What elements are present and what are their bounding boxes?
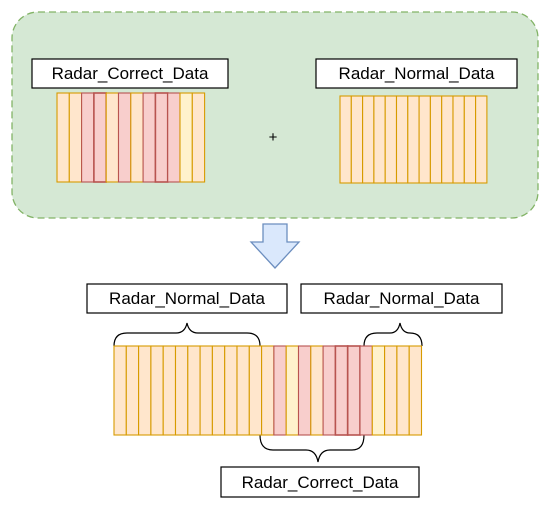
normal-data-label: Radar_Normal_Data — [339, 64, 495, 83]
data-cell — [273, 345, 287, 436]
data-cell — [199, 345, 213, 436]
plus-operator: + — [269, 129, 278, 146]
bottom-normal-label-left-box — [86, 283, 288, 314]
brace-correct-bottom — [259, 434, 365, 463]
data-cell — [408, 345, 423, 436]
data-cell — [261, 345, 275, 436]
bottom-correct-label: Radar_Correct_Data — [242, 473, 399, 492]
data-cell — [224, 345, 238, 436]
data-cell — [130, 92, 144, 183]
normal-data-label-box — [315, 58, 518, 89]
data-cell — [236, 345, 250, 436]
bottom-normal-label-right-box — [300, 283, 503, 314]
data-cell — [285, 345, 300, 436]
data-cell — [346, 345, 361, 436]
data-cell — [359, 345, 373, 436]
data-cell — [179, 92, 193, 183]
bottom-normal-label-right: Radar_Normal_Data — [324, 289, 480, 308]
bottom-normal-label-left: Radar_Normal_Data — [109, 289, 265, 308]
combined-data-cells — [113, 345, 423, 436]
data-cell — [371, 345, 386, 436]
data-cell — [125, 345, 140, 436]
data-cell — [373, 95, 386, 184]
down-arrow-icon — [249, 223, 301, 269]
data-cell — [407, 95, 420, 184]
data-cell — [68, 92, 83, 183]
data-cell — [310, 345, 324, 436]
data-cell — [174, 345, 189, 436]
bottom-correct-label-box — [220, 466, 420, 498]
data-cell — [322, 345, 336, 436]
data-cell — [350, 95, 364, 184]
data-cell — [429, 95, 443, 184]
data-cell — [105, 92, 120, 183]
data-cell — [117, 92, 132, 183]
data-cell — [441, 95, 454, 184]
data-cell — [211, 345, 226, 436]
data-cell — [362, 95, 375, 184]
data-cell — [297, 345, 312, 436]
data-cell — [475, 95, 488, 184]
correct-data-cells — [56, 92, 206, 183]
correct-data-label-box — [31, 58, 229, 89]
data-cell — [154, 92, 169, 183]
data-cell — [138, 345, 152, 436]
data-cell — [162, 345, 177, 436]
data-cell — [418, 95, 431, 184]
data-cell — [452, 95, 465, 184]
data-cell — [384, 95, 398, 184]
data-cell — [150, 345, 164, 436]
data-cell — [395, 95, 409, 184]
data-cell — [191, 92, 206, 183]
data-cell — [56, 92, 70, 183]
data-cell — [142, 92, 156, 183]
data-cell — [334, 345, 349, 436]
brace-normal-left — [113, 322, 261, 347]
data-cell — [93, 92, 108, 183]
data-cell — [248, 345, 263, 436]
correct-data-label: Radar_Correct_Data — [52, 64, 209, 83]
data-cell — [187, 345, 201, 436]
normal-data-cells — [339, 95, 488, 184]
data-cell — [384, 345, 398, 436]
data-cell — [463, 95, 477, 184]
data-cell — [396, 345, 410, 436]
data-cell — [167, 92, 181, 183]
data-cell — [113, 345, 127, 436]
data-cell — [339, 95, 352, 184]
brace-normal-right — [363, 322, 423, 347]
data-cell — [81, 92, 95, 183]
